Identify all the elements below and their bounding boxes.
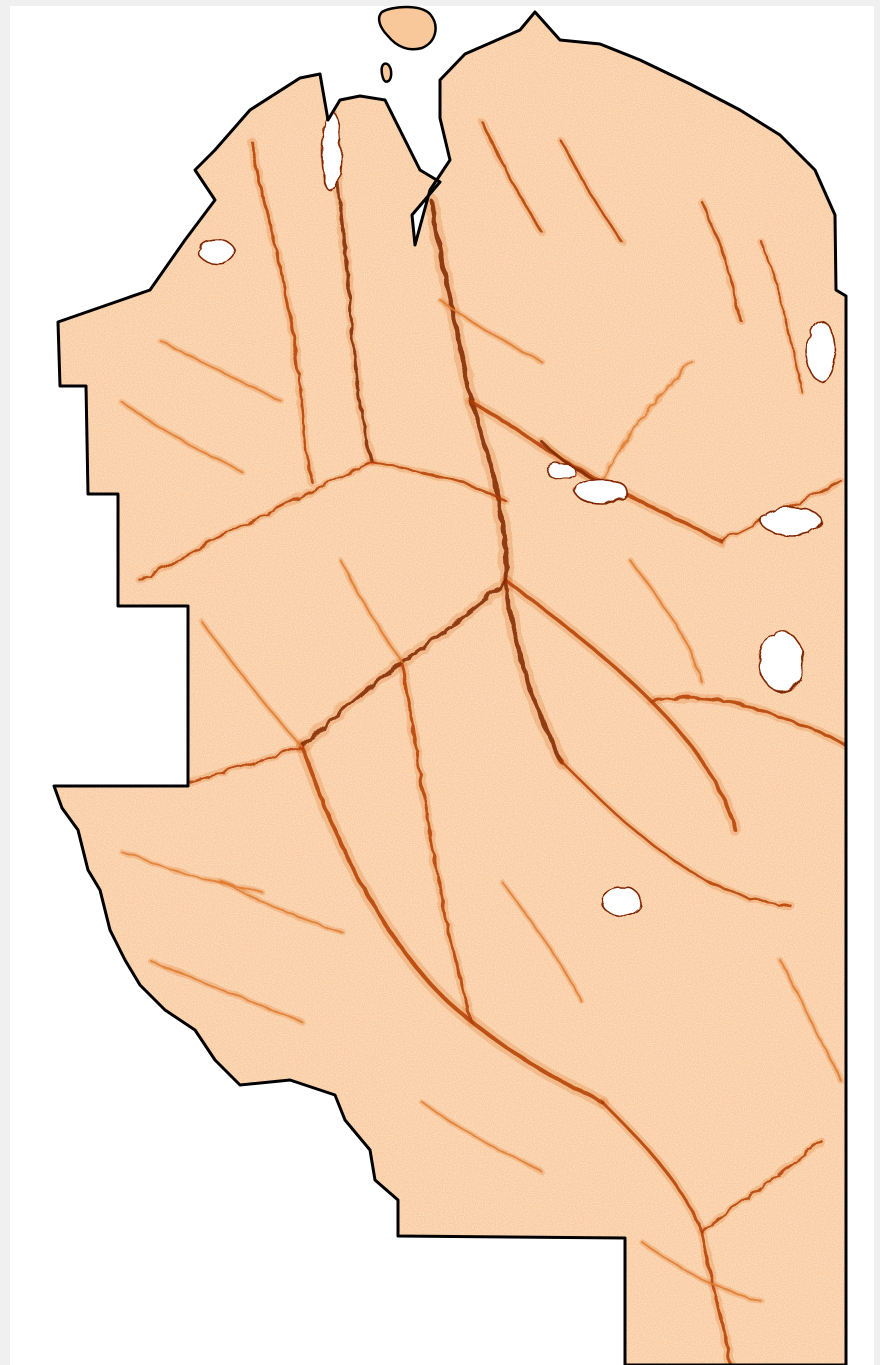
drainage-channel [759, 239, 801, 391]
drainage-channel [419, 1099, 541, 1171]
drainage-channel [779, 959, 841, 1081]
drainage-network [116, 105, 846, 1365]
island [377, 5, 437, 51]
plateau-gap [759, 505, 821, 535]
plateau-gap [757, 629, 803, 691]
region-boundary [52, 10, 848, 1365]
drainage-channel [639, 1239, 761, 1301]
drainage-channel [298, 743, 602, 1102]
drainage-channel [558, 758, 792, 907]
drainage-channel [427, 197, 563, 763]
plateau-gap [319, 109, 341, 191]
island [380, 62, 393, 83]
plateau-gap [196, 237, 234, 263]
drainage-channel [138, 458, 372, 582]
islands [377, 5, 437, 83]
drainage-channel [199, 619, 301, 746]
drainage-channel [499, 879, 581, 1001]
drainage-channel [248, 138, 312, 482]
drainage-channel [698, 1138, 822, 1232]
drainage-channel [119, 399, 241, 471]
drainage-channel [339, 559, 401, 661]
plateau-gap [599, 885, 641, 915]
drainage-channel [599, 359, 691, 481]
drainage-channel [629, 559, 701, 681]
drainage-channel [119, 849, 261, 891]
plateau-gap [545, 461, 575, 479]
drainage-channel [558, 138, 622, 242]
drainage-channel [398, 658, 472, 1022]
drainage-channel [439, 299, 541, 361]
drainage-channel [219, 879, 341, 931]
drainage-channel [159, 339, 281, 401]
drainage-channel [368, 458, 507, 502]
drainage-channel [149, 959, 301, 1021]
drainage-channel [186, 743, 302, 782]
drainage-channel [478, 118, 542, 232]
drainage-channel [698, 198, 742, 322]
drainage-channel [648, 694, 846, 747]
plateau-gap [573, 477, 627, 503]
plateau-gap [805, 319, 835, 381]
